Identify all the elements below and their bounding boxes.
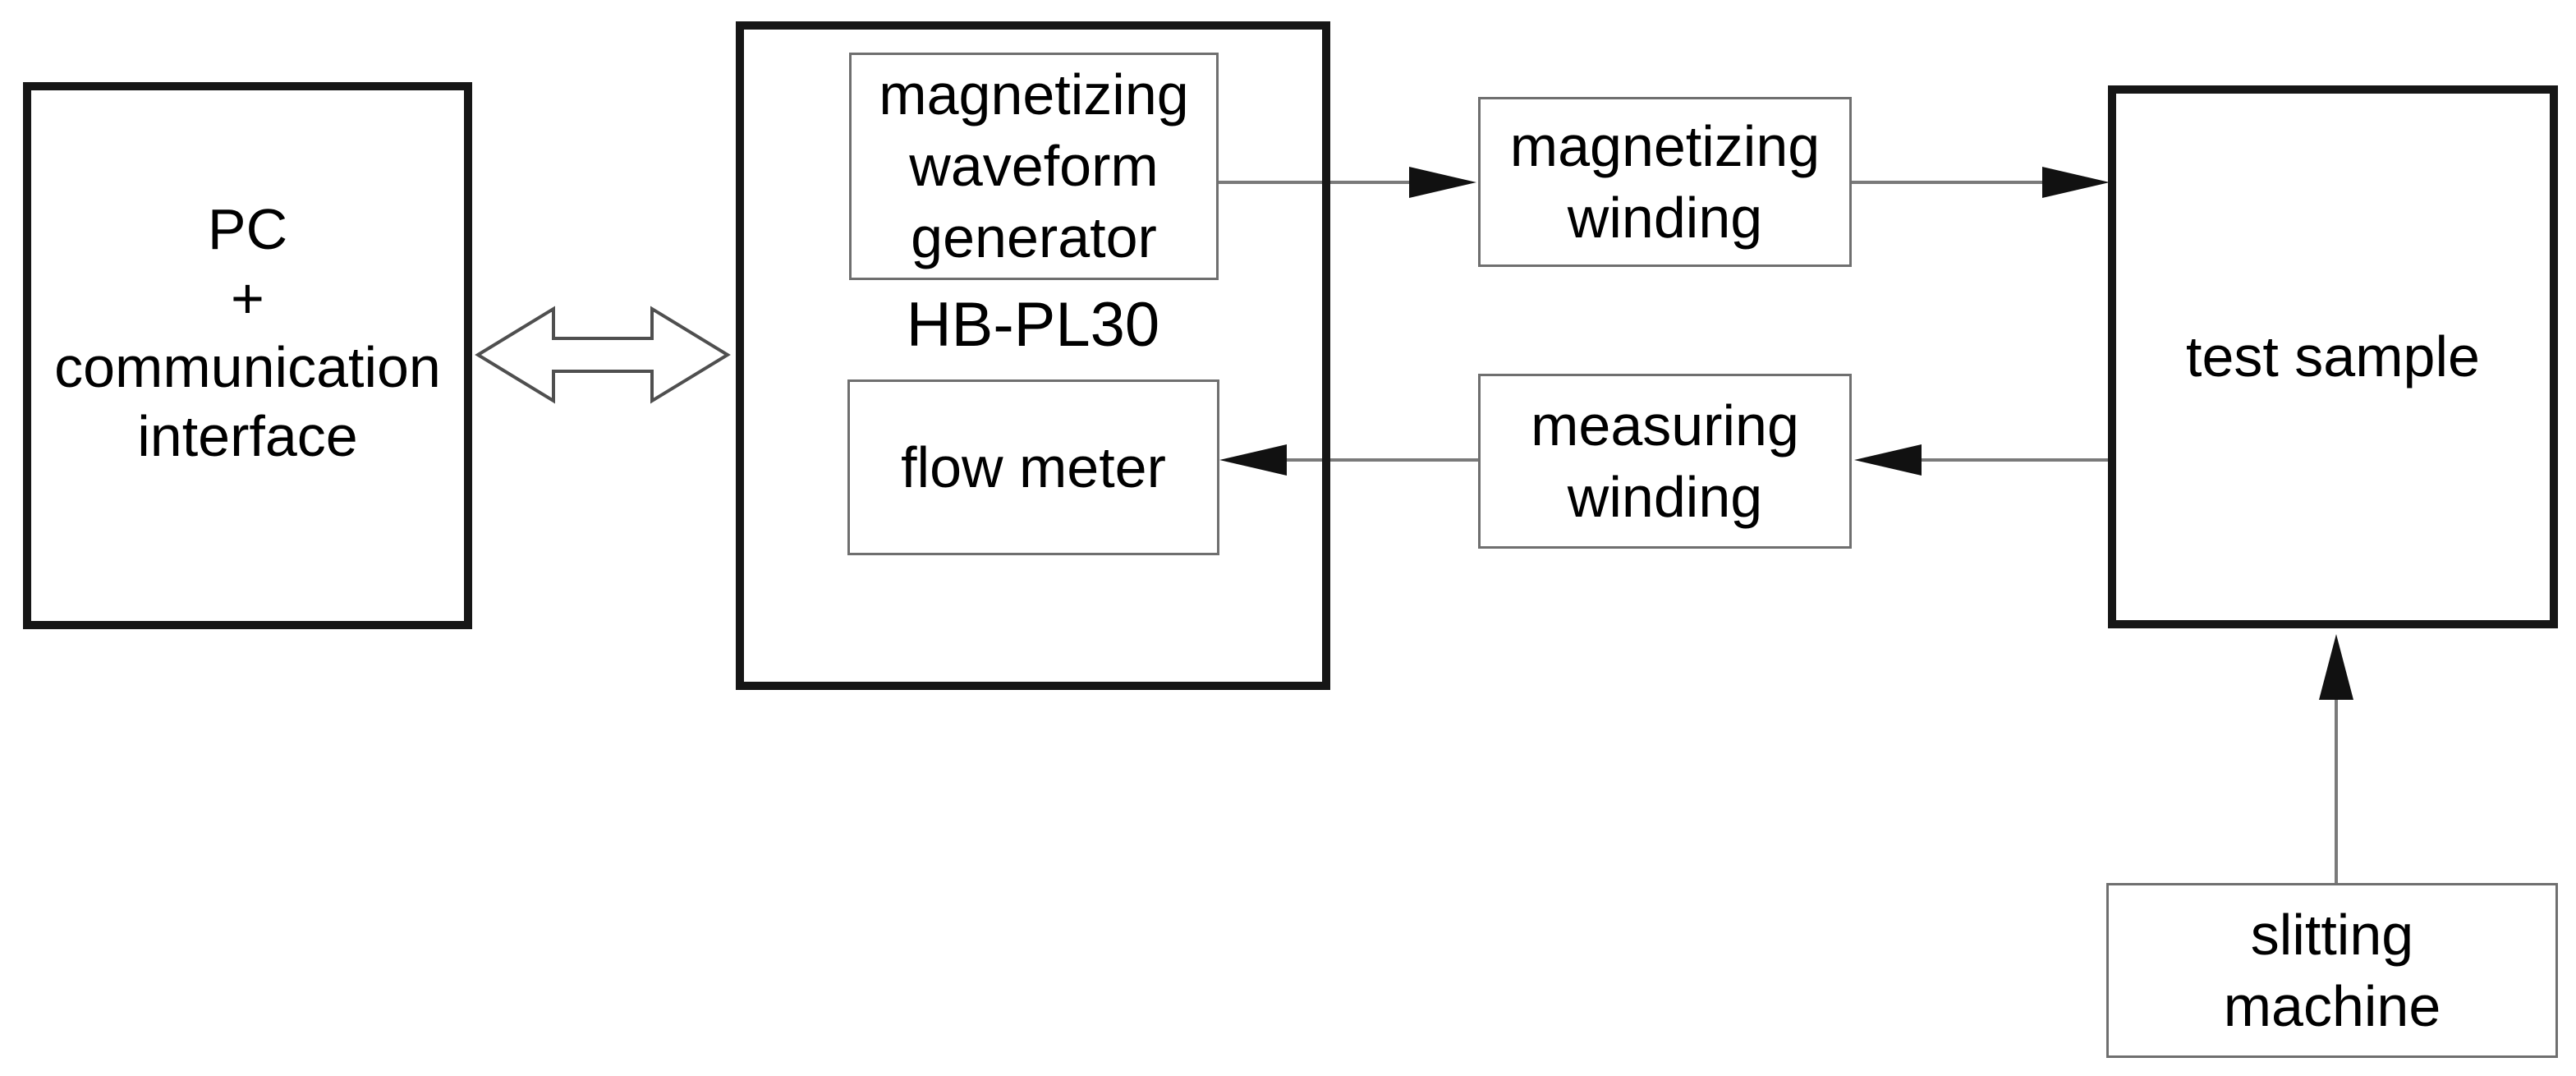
slitting-machine-block: slitting machine <box>2106 883 2558 1058</box>
flow-meter-label: flow meter <box>901 435 1166 499</box>
measuring-winding-block: measuring winding <box>1478 374 1852 549</box>
pc-label-line3: communication <box>54 335 441 399</box>
magnetizing-winding-label-line2: winding <box>1567 185 1763 250</box>
magnetizing-winding-block: magnetizing winding <box>1478 97 1852 267</box>
arrowhead-into-flow-meter <box>1219 444 1287 476</box>
arrowhead-into-measuring-winding <box>1854 444 1922 476</box>
pc-label-line1: PC <box>207 197 288 261</box>
arrowhead-into-magnetizing-winding <box>1409 167 1476 198</box>
waveform-generator-label-line1: magnetizing <box>879 62 1189 126</box>
test-sample-label: test sample <box>2186 324 2480 389</box>
line-slitting-machine-to-test-sample <box>2335 698 2338 883</box>
pc-hbunit-double-arrow-icon <box>475 306 731 404</box>
hb-pl30-unit-block <box>736 21 1330 690</box>
waveform-generator-label-line3: generator <box>911 205 1157 269</box>
pc-label-line2: + <box>231 266 264 330</box>
arrowhead-into-test-sample <box>2042 167 2110 198</box>
slitting-machine-label-line1: slitting <box>2250 902 2414 967</box>
magnetizing-waveform-generator-block: magnetizing waveform generator <box>849 53 1219 280</box>
pc-communication-interface-block: PC + communication interface <box>23 82 472 629</box>
slitting-machine-label-line2: machine <box>2223 973 2441 1038</box>
waveform-generator-label-line2: waveform <box>909 134 1159 198</box>
line-test-sample-to-measuring-winding <box>1922 458 2108 462</box>
pc-label-line4: interface <box>137 404 358 468</box>
line-magnetizing-winding-to-test-sample <box>1852 181 2042 184</box>
magnetizing-winding-label-line1: magnetizing <box>1509 113 1821 178</box>
hb-pl30-model-label: HB-PL30 <box>906 289 1160 360</box>
flow-meter-block: flow meter <box>847 379 1219 555</box>
test-sample-block: test sample <box>2108 85 2558 628</box>
line-generator-to-magnetizing-winding <box>1219 181 1409 184</box>
measuring-winding-label-line1: measuring <box>1531 393 1799 458</box>
arrowhead-up-into-test-sample <box>2319 634 2353 700</box>
measuring-winding-label-line2: winding <box>1567 464 1763 529</box>
line-measuring-winding-to-flow-meter <box>1287 458 1478 462</box>
